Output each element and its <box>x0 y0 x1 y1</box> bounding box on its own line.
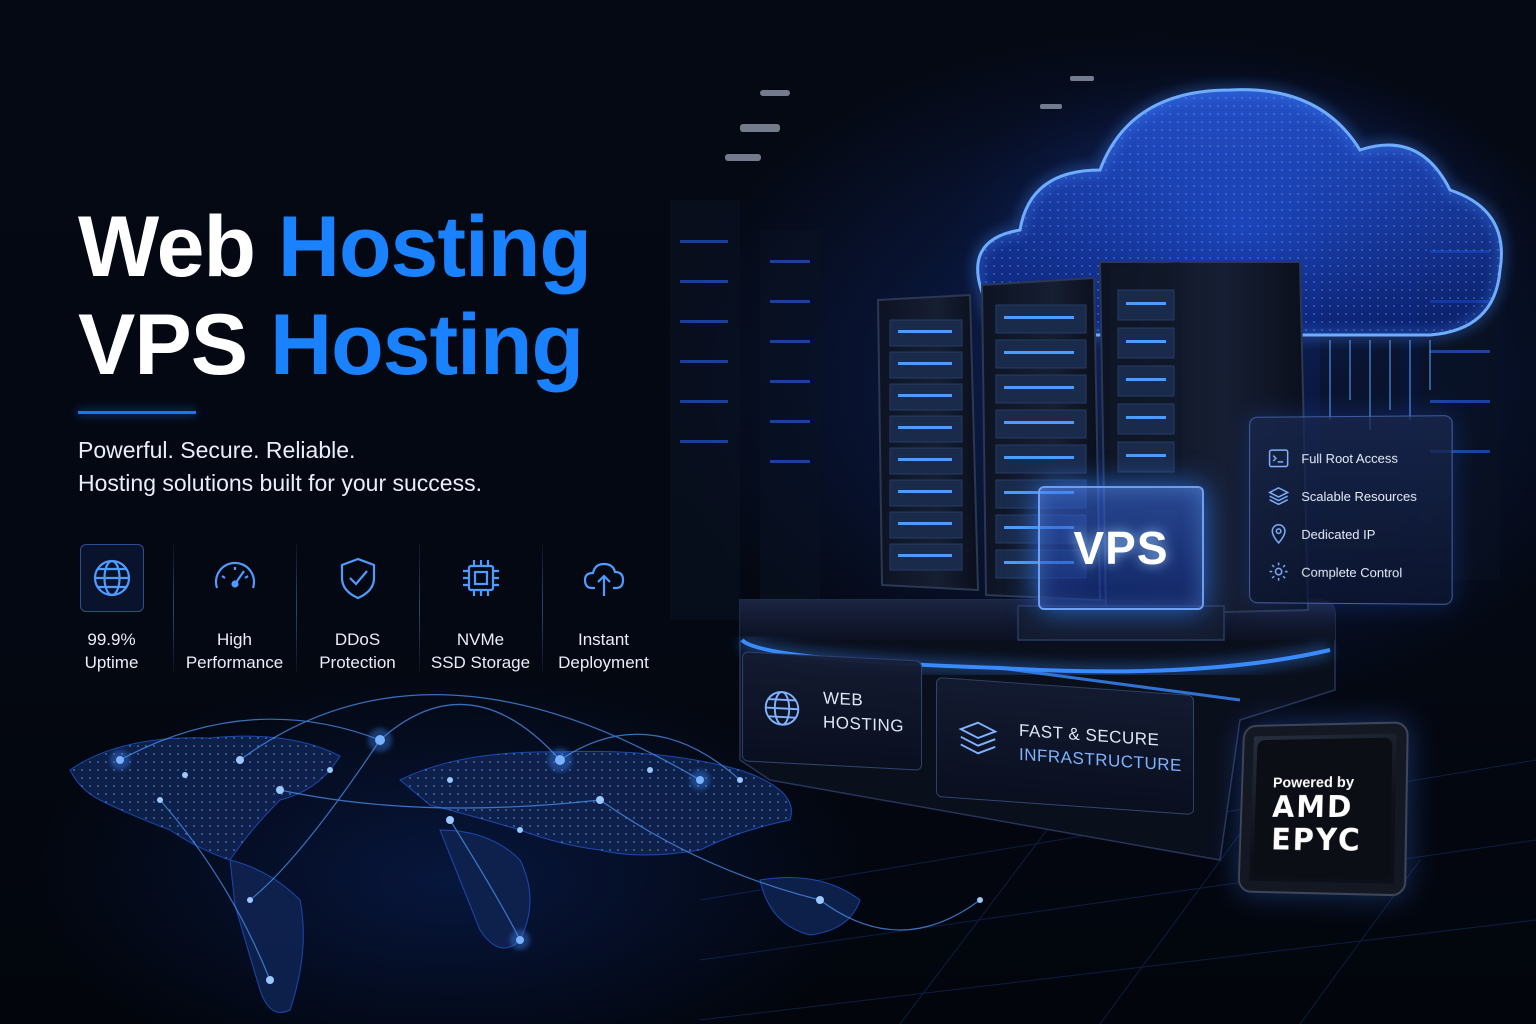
tagline: Powerful. Secure. Reliable. Hosting solu… <box>78 434 482 500</box>
spec-scalable: Scalable Resources <box>1268 477 1452 515</box>
infrastructure-label: FAST & SECURE INFRASTRUCTURE <box>1019 720 1182 776</box>
tagline-line-1: Powerful. Secure. Reliable. <box>78 437 356 463</box>
headline-divider <box>78 411 196 414</box>
web-hosting-card: WEB HOSTING <box>742 651 922 771</box>
vps-label: VPS <box>1073 522 1169 574</box>
web-hosting-label: WEB HOSTING <box>823 688 904 736</box>
spec-control: Complete Control <box>1268 553 1452 592</box>
gear-icon <box>1268 561 1290 583</box>
infrastructure-card: FAST & SECURE INFRASTRUCTURE <box>936 676 1194 816</box>
headline-word-web: Web <box>78 199 256 295</box>
headline-line-1: Web Hosting <box>78 198 592 296</box>
headline-line-2: VPS Hosting <box>78 296 591 394</box>
layers-icon <box>1268 485 1290 507</box>
terminal-icon <box>1268 447 1290 469</box>
chip-face: Powered by AMD EPYC <box>1253 737 1393 880</box>
spec-root-access: Full Root Access <box>1268 438 1452 477</box>
tagline-line-2: Hosting solutions built for your success… <box>78 470 482 496</box>
location-pin-icon <box>1268 523 1290 545</box>
vps-features-panel: Full Root Access Scalable Resources Dedi… <box>1249 415 1453 605</box>
headline-word-hosting: Hosting <box>277 199 592 295</box>
headline-word-hosting-2: Hosting <box>270 297 584 393</box>
chip-powered-by: Powered by <box>1272 774 1355 792</box>
server-stack-icon <box>958 721 998 755</box>
amd-epyc-chip: Powered by AMD EPYC <box>1237 721 1409 897</box>
chip-brand-epyc: EPYC <box>1270 822 1363 859</box>
feature-label: 99.9%Uptime <box>84 630 139 672</box>
shield-check-icon <box>326 544 390 612</box>
globe-icon <box>764 691 800 726</box>
vps-badge: VPS <box>1038 486 1204 610</box>
chip-brand-amd: AMD <box>1271 789 1354 826</box>
globe-icon <box>79 544 144 612</box>
headline-word-vps: VPS <box>78 297 248 393</box>
cloud-upload-icon <box>572 544 636 612</box>
speedometer-icon <box>203 544 267 612</box>
page-title: Web Hosting VPS Hosting <box>78 198 592 394</box>
feature-uptime: 99.9%Uptime <box>50 544 173 674</box>
chip-icon <box>449 544 513 612</box>
spec-dedicated-ip: Dedicated IP <box>1268 515 1452 553</box>
